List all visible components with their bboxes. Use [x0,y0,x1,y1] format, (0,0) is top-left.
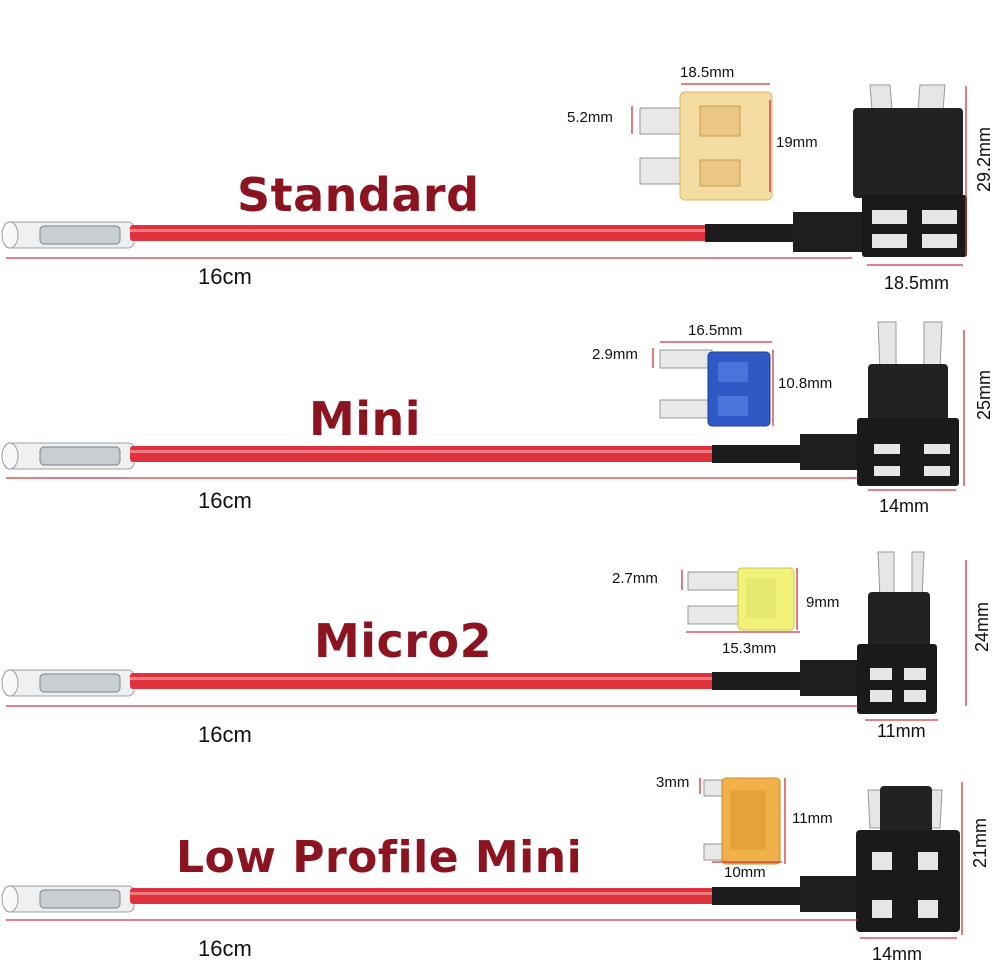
panel-low-profile-mini: Low Profile Mini 16cm 10mm 3mm 11mm 14mm… [0,760,995,967]
low-profile-mini-fuse-height: 11mm [792,810,833,827]
mini-fuse-blade: 2.9mm [592,346,638,363]
micro2-wire [130,673,720,689]
low-profile-mini-fuse [703,777,781,865]
low-profile-mini-holder-width: 14mm [872,944,923,964]
micro2-holder [800,551,937,714]
standard-title: Standard [237,168,480,222]
micro2-fuse-blade: 2.7mm [612,570,658,587]
standard-fuse-blade: 5.2mm [567,109,613,126]
mini-title: Mini [309,392,422,446]
standard-wire-length: 16cm [198,264,252,289]
mini-wire-length: 16cm [198,488,252,513]
standard-illustration [1,83,967,266]
standard-holder-height: 29.2mm [974,126,994,192]
micro2-wire-length: 16cm [198,722,252,747]
low-profile-mini-holder [800,786,960,932]
mini-illustration [1,321,965,491]
low-profile-mini-fuse-blade: 3mm [656,774,690,791]
low-profile-mini-title: Low Profile Mini [176,832,583,883]
mini-dimension-lines [6,330,965,491]
micro2-holder-height: 24mm [972,601,992,652]
mini-holder-height: 25mm [974,369,994,420]
low-profile-mini-wire [130,888,720,904]
panel-standard: Standard 16cm 18.5mm 5.2mm 19mm 18.5mm 2… [0,0,995,300]
mini-holder-width: 14mm [879,496,930,516]
mini-fuse [659,349,771,427]
panel-mini: Mini 16cm 16.5mm 2.9mm 10.8mm 14mm 25mm [0,300,995,530]
low-profile-mini-holder-height: 21mm [970,817,990,868]
micro2-dimension-lines [6,560,967,721]
mini-fuse-width: 16.5mm [688,322,743,339]
mini-terminal [1,442,135,470]
standard-fuse-width: 18.5mm [680,64,735,81]
micro2-fuse [687,567,795,631]
standard-holder-width: 18.5mm [884,273,950,293]
low-profile-mini-illustration [1,777,963,939]
micro2-fuse-height: 9mm [806,594,840,611]
mini-holder [800,321,959,486]
micro2-terminal [1,669,135,697]
standard-dimension-lines [6,83,967,266]
standard-wire [130,225,710,241]
panel-micro2: Micro2 16cm 15.3mm 2.7mm 9mm 11mm 24mm [0,530,995,760]
standard-holder [793,84,967,257]
low-profile-mini-wire-length: 16cm [198,936,252,961]
standard-fuse [639,91,773,201]
standard-terminal [1,221,135,249]
micro2-holder-width: 11mm [877,721,926,741]
mini-wire [130,446,720,462]
low-profile-mini-terminal [1,885,135,913]
low-profile-mini-fuse-width: 10mm [724,864,766,881]
micro2-title: Micro2 [314,614,493,668]
low-profile-mini-dimension-lines [6,778,963,939]
micro2-fuse-width: 15.3mm [722,640,777,657]
standard-fuse-height: 19mm [776,134,818,151]
mini-fuse-height: 10.8mm [778,375,833,392]
micro2-illustration [1,551,967,721]
